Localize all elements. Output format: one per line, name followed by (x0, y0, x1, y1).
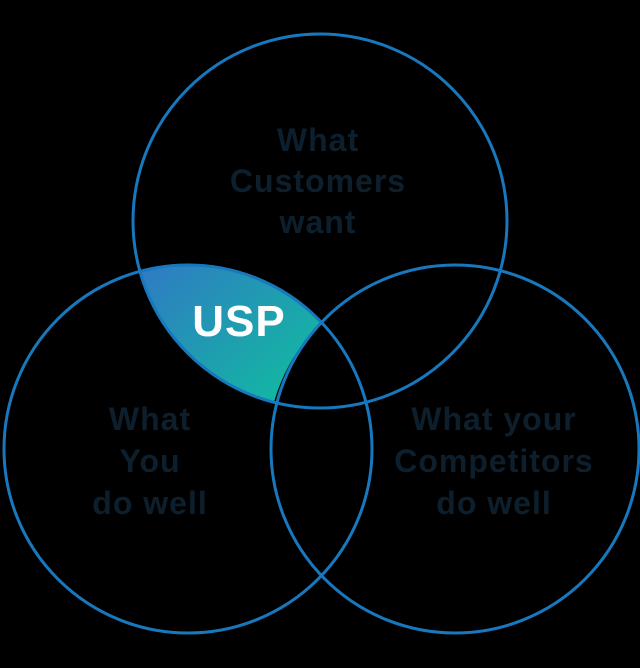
left-circle-label-line-2: You (119, 443, 180, 479)
right-circle-outline (269, 263, 640, 635)
right-circle-label-line-1: What your (411, 401, 576, 437)
left-circle-label-line-1: What (109, 401, 191, 437)
left-circle-label: What You do well (92, 401, 207, 521)
left-circle-label-line-3: do well (92, 485, 207, 521)
right-circle-label-line-3: do well (436, 485, 551, 521)
top-circle-label-line-1: What (277, 122, 359, 158)
top-circle-outline (131, 32, 509, 410)
usp-intersection-region (140, 264, 322, 402)
top-circle-label-line-2: Customers (230, 163, 406, 199)
right-circle-label: What your Competitors do well (394, 401, 593, 521)
top-circle-label: What Customers want (230, 122, 406, 240)
usp-label: USP (192, 297, 285, 346)
right-circle-label-line-2: Competitors (394, 443, 593, 479)
top-circle-label-line-3: want (279, 204, 357, 240)
left-circle-outline (2, 263, 374, 635)
